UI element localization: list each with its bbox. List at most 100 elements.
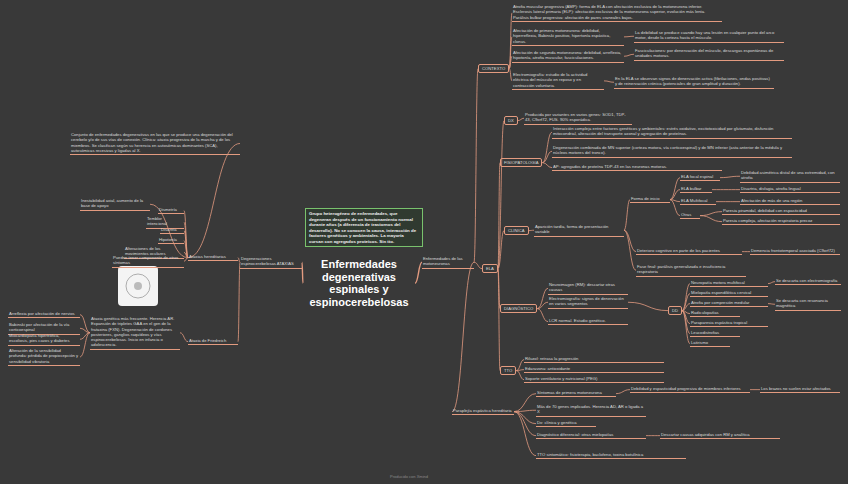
node-text: Enfermedades de las motoneuronas: [423, 256, 473, 267]
topic: Miocardiopatía hipertrófica, escoliosis,…: [8, 333, 80, 346]
topic: LCR normal. Estudio genético.: [548, 318, 628, 325]
node-text: Paraparesia espástica tropical: [691, 320, 767, 325]
branch-line: [514, 410, 536, 411]
node-text: Producida por variantes en varios genes:…: [525, 112, 631, 123]
topic: ELA Multifocal: [680, 198, 716, 205]
node-text: FISIOPATOLOGÍA: [504, 160, 538, 165]
topic: Atrofia muscular progresiva (AMP): forma…: [512, 4, 722, 22]
topic: Demencia frontotemporal asociada (C9orf7…: [750, 248, 840, 255]
node-text: Edaravona: antioxidante: [525, 366, 663, 371]
topic: Síntomas de primera motoneurona: [536, 390, 616, 397]
branch-line: [415, 262, 422, 283]
branch-line: [188, 144, 240, 258]
node-text: Forma de inicio: [631, 196, 669, 201]
branch-line: [537, 288, 548, 308]
node-text: Descartar causas adquiridas con RM y ana…: [661, 432, 779, 437]
node-text: Enfermedades degenerativas espinales y e…: [303, 258, 415, 309]
topic: Mielopatía espondilótica cervical: [690, 290, 768, 297]
topic: Electromiografía: estudio de la activida…: [512, 72, 604, 90]
topic: Atrofia por compresión medular: [690, 300, 768, 307]
note-box: Grupo heterogéneo de enfermedades, que d…: [305, 208, 423, 247]
topic: Interacción compleja entre factores gené…: [552, 126, 792, 139]
topic-box: DX: [504, 116, 518, 125]
picture-center: [134, 282, 142, 290]
node-text: Atrofia muscular progresiva (AMP): forma…: [513, 4, 721, 20]
node-text: CONTEXTO: [482, 66, 505, 71]
topic-box: FISIOPATOLOGÍA: [500, 158, 542, 167]
branch-line: [537, 309, 548, 322]
topic: Debilidad asimétrica distal de una extre…: [740, 170, 840, 183]
topic: Alteración de la sensibilidad profunda: …: [8, 348, 80, 366]
topic: TTO sintomático: fisioterapia, baclofeno…: [536, 452, 686, 459]
branch-line: [180, 333, 188, 342]
node-text: Alteración de la sensibilidad profunda: …: [9, 348, 79, 364]
node-text: Atrofia por compresión medular: [691, 300, 767, 305]
node-text: Riluzol: retrasa la progresión: [525, 356, 663, 361]
topic: Descartar causas adquiridas con RM y ana…: [660, 432, 780, 439]
node-text: Fasciculaciones: por denervación del mús…: [635, 48, 783, 59]
topic: Enfermedades de las motoneuronas: [422, 256, 474, 269]
topic: Afectación de primera motoneurona: debil…: [512, 28, 624, 46]
branch-line: [80, 333, 90, 357]
branch-line: [682, 294, 690, 311]
topic: Ataxia de Friedreich: [188, 338, 238, 345]
branch-line: [184, 222, 188, 257]
topic: Arreflexia por afectación de nervios: [8, 311, 80, 318]
branch-line: [628, 302, 668, 310]
topic-box: TTO: [500, 366, 516, 375]
topic: Se descarta con electromiografía: [775, 278, 841, 285]
node-text: ELA Multifocal: [681, 198, 715, 203]
topic: Los brazos no suelen estar afectados: [760, 386, 840, 393]
node-text: ELA: [486, 266, 494, 271]
branch-line: [670, 200, 680, 216]
node-text: Electromiografía: estudio de la activida…: [513, 72, 603, 88]
topic-box: CONTEXTO: [478, 64, 509, 73]
topic: Debilidad y espasticidad progresiva de m…: [630, 386, 750, 393]
branch-line: [516, 360, 524, 371]
topic: Radiculopatías: [690, 310, 740, 317]
branch-line: [498, 269, 500, 371]
topic: Paraplejía espástica hereditaria: [452, 408, 514, 415]
node-text: Paresia compleja, afectación respiratori…: [723, 218, 839, 223]
branch-line: [542, 151, 552, 162]
topic: Electromiografía: signos de denervación …: [548, 296, 628, 309]
branch-line: [542, 163, 552, 168]
topic: Aparición tardía, forma de presentación …: [534, 224, 624, 237]
node-text: Se descarta con electromiografía: [776, 278, 840, 283]
topic: Deterioro cognitivo en parte de los paci…: [636, 248, 742, 255]
node-text: LCR normal. Estudio genético.: [549, 318, 627, 323]
branch-line: [716, 201, 740, 202]
branch-line: [624, 54, 634, 56]
topic: ELA bulbar: [680, 186, 712, 193]
branch-line: [474, 262, 482, 268]
topic: AP: agregados de proteína TDP-43 en las …: [552, 164, 722, 171]
node-text: Conjunto de enfermedades degenerativas e…: [71, 132, 239, 153]
branch-line: [498, 231, 504, 269]
node-text: Leucodistrofias: [691, 330, 739, 335]
topic: Neuroimagen (RM): descartar otras causas: [548, 282, 628, 295]
branch-line: [742, 251, 750, 252]
topic: Soporte ventilatorio y nutricional (PEG): [524, 376, 664, 383]
branch-line: [80, 315, 90, 333]
node-text: En la ELA se observan signos de denervac…: [615, 76, 773, 87]
node-text: DD: [672, 308, 678, 313]
node-text: Degeneración combinada de MN superior (c…: [553, 145, 791, 156]
node-text: Debilidad asimétrica distal de una extre…: [741, 170, 839, 181]
topic: Inestabilidad axial, aumento de la base …: [80, 198, 150, 211]
topic: Pueden tener componente de otros síntoma…: [112, 255, 184, 268]
node-text: Neuropatía motora multifocal: [691, 280, 767, 285]
picture-ring: [126, 274, 150, 298]
node-text: Radiculopatías: [691, 310, 739, 315]
node-text: Deterioro cognitivo en parte de los paci…: [637, 248, 741, 253]
node-text: Latirismo: [691, 340, 729, 345]
branch-line: [700, 212, 722, 216]
node-text: TTO: [504, 368, 512, 373]
node-text: Miocardiopatía hipertrófica, escoliosis,…: [9, 333, 79, 344]
node-text: Los brazos no suelen estar afectados: [761, 386, 839, 391]
topic: Afectación de más de una región: [740, 198, 840, 205]
node-text: Ataxia genética más frecuente. Herencia …: [91, 316, 179, 348]
node-text: Ataxia de Friedreich: [189, 338, 237, 343]
node-text: Interacción compleja entre factores gené…: [553, 126, 791, 137]
branch-line: [624, 36, 634, 38]
